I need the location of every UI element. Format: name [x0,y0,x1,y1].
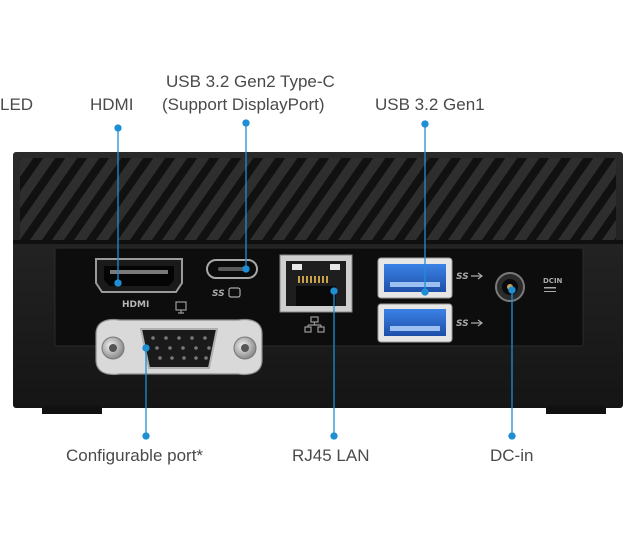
svg-text:DCIN: DCIN [543,277,563,285]
superspeed-displayport-icon: SS [212,287,241,299]
svg-text:SS: SS [456,319,469,329]
hdmi-port [95,258,183,293]
label-usb-typec-line1: USB 3.2 Gen2 Type-C [166,72,335,91]
callouts [114,119,516,440]
callout-dot-usb-top [421,120,429,128]
usb-a-port-bottom [377,303,453,343]
callout-dot-configurable [142,344,150,352]
callout-dot-configurable-bottom [142,432,150,440]
label-led: LED [0,95,34,114]
callout-dot-hdmi [114,279,122,287]
usb-typec-port [206,259,258,279]
svg-text:SS: SS [212,289,225,299]
label-usb-gen1: USB 3.2 Gen1 [375,95,485,114]
callout-dot-dcin [508,286,516,294]
foot-right [546,406,606,414]
callout-dot-dcin-bottom [508,432,516,440]
callout-dot-usb [421,288,429,296]
network-icon [304,316,325,333]
rj45-port [279,254,353,333]
callout-dot-rj45-bottom [330,432,338,440]
label-configurable-port: Configurable port* [66,446,204,465]
superspeed-icon-top: SS [456,272,483,282]
label-rj45-lan: RJ45 LAN [292,446,370,465]
callout-dot-hdmi-top [114,124,122,132]
callout-dot-rj45 [330,287,338,295]
usb-a-port-top [377,257,453,299]
label-hdmi: HDMI [90,95,134,114]
vga-port [95,318,263,376]
superspeed-icon-bottom: SS [456,319,483,329]
hdmi-marking: HDMI [122,300,149,310]
label-usb-typec-line2: (Support DisplayPort) [162,95,325,114]
callout-dot-typec-top [242,119,250,127]
label-dc-in: DC-in [490,446,534,465]
callout-dot-typec [242,265,250,273]
foot-left [42,406,102,414]
monitor-icon [175,301,187,314]
svg-text:SS: SS [456,272,469,282]
